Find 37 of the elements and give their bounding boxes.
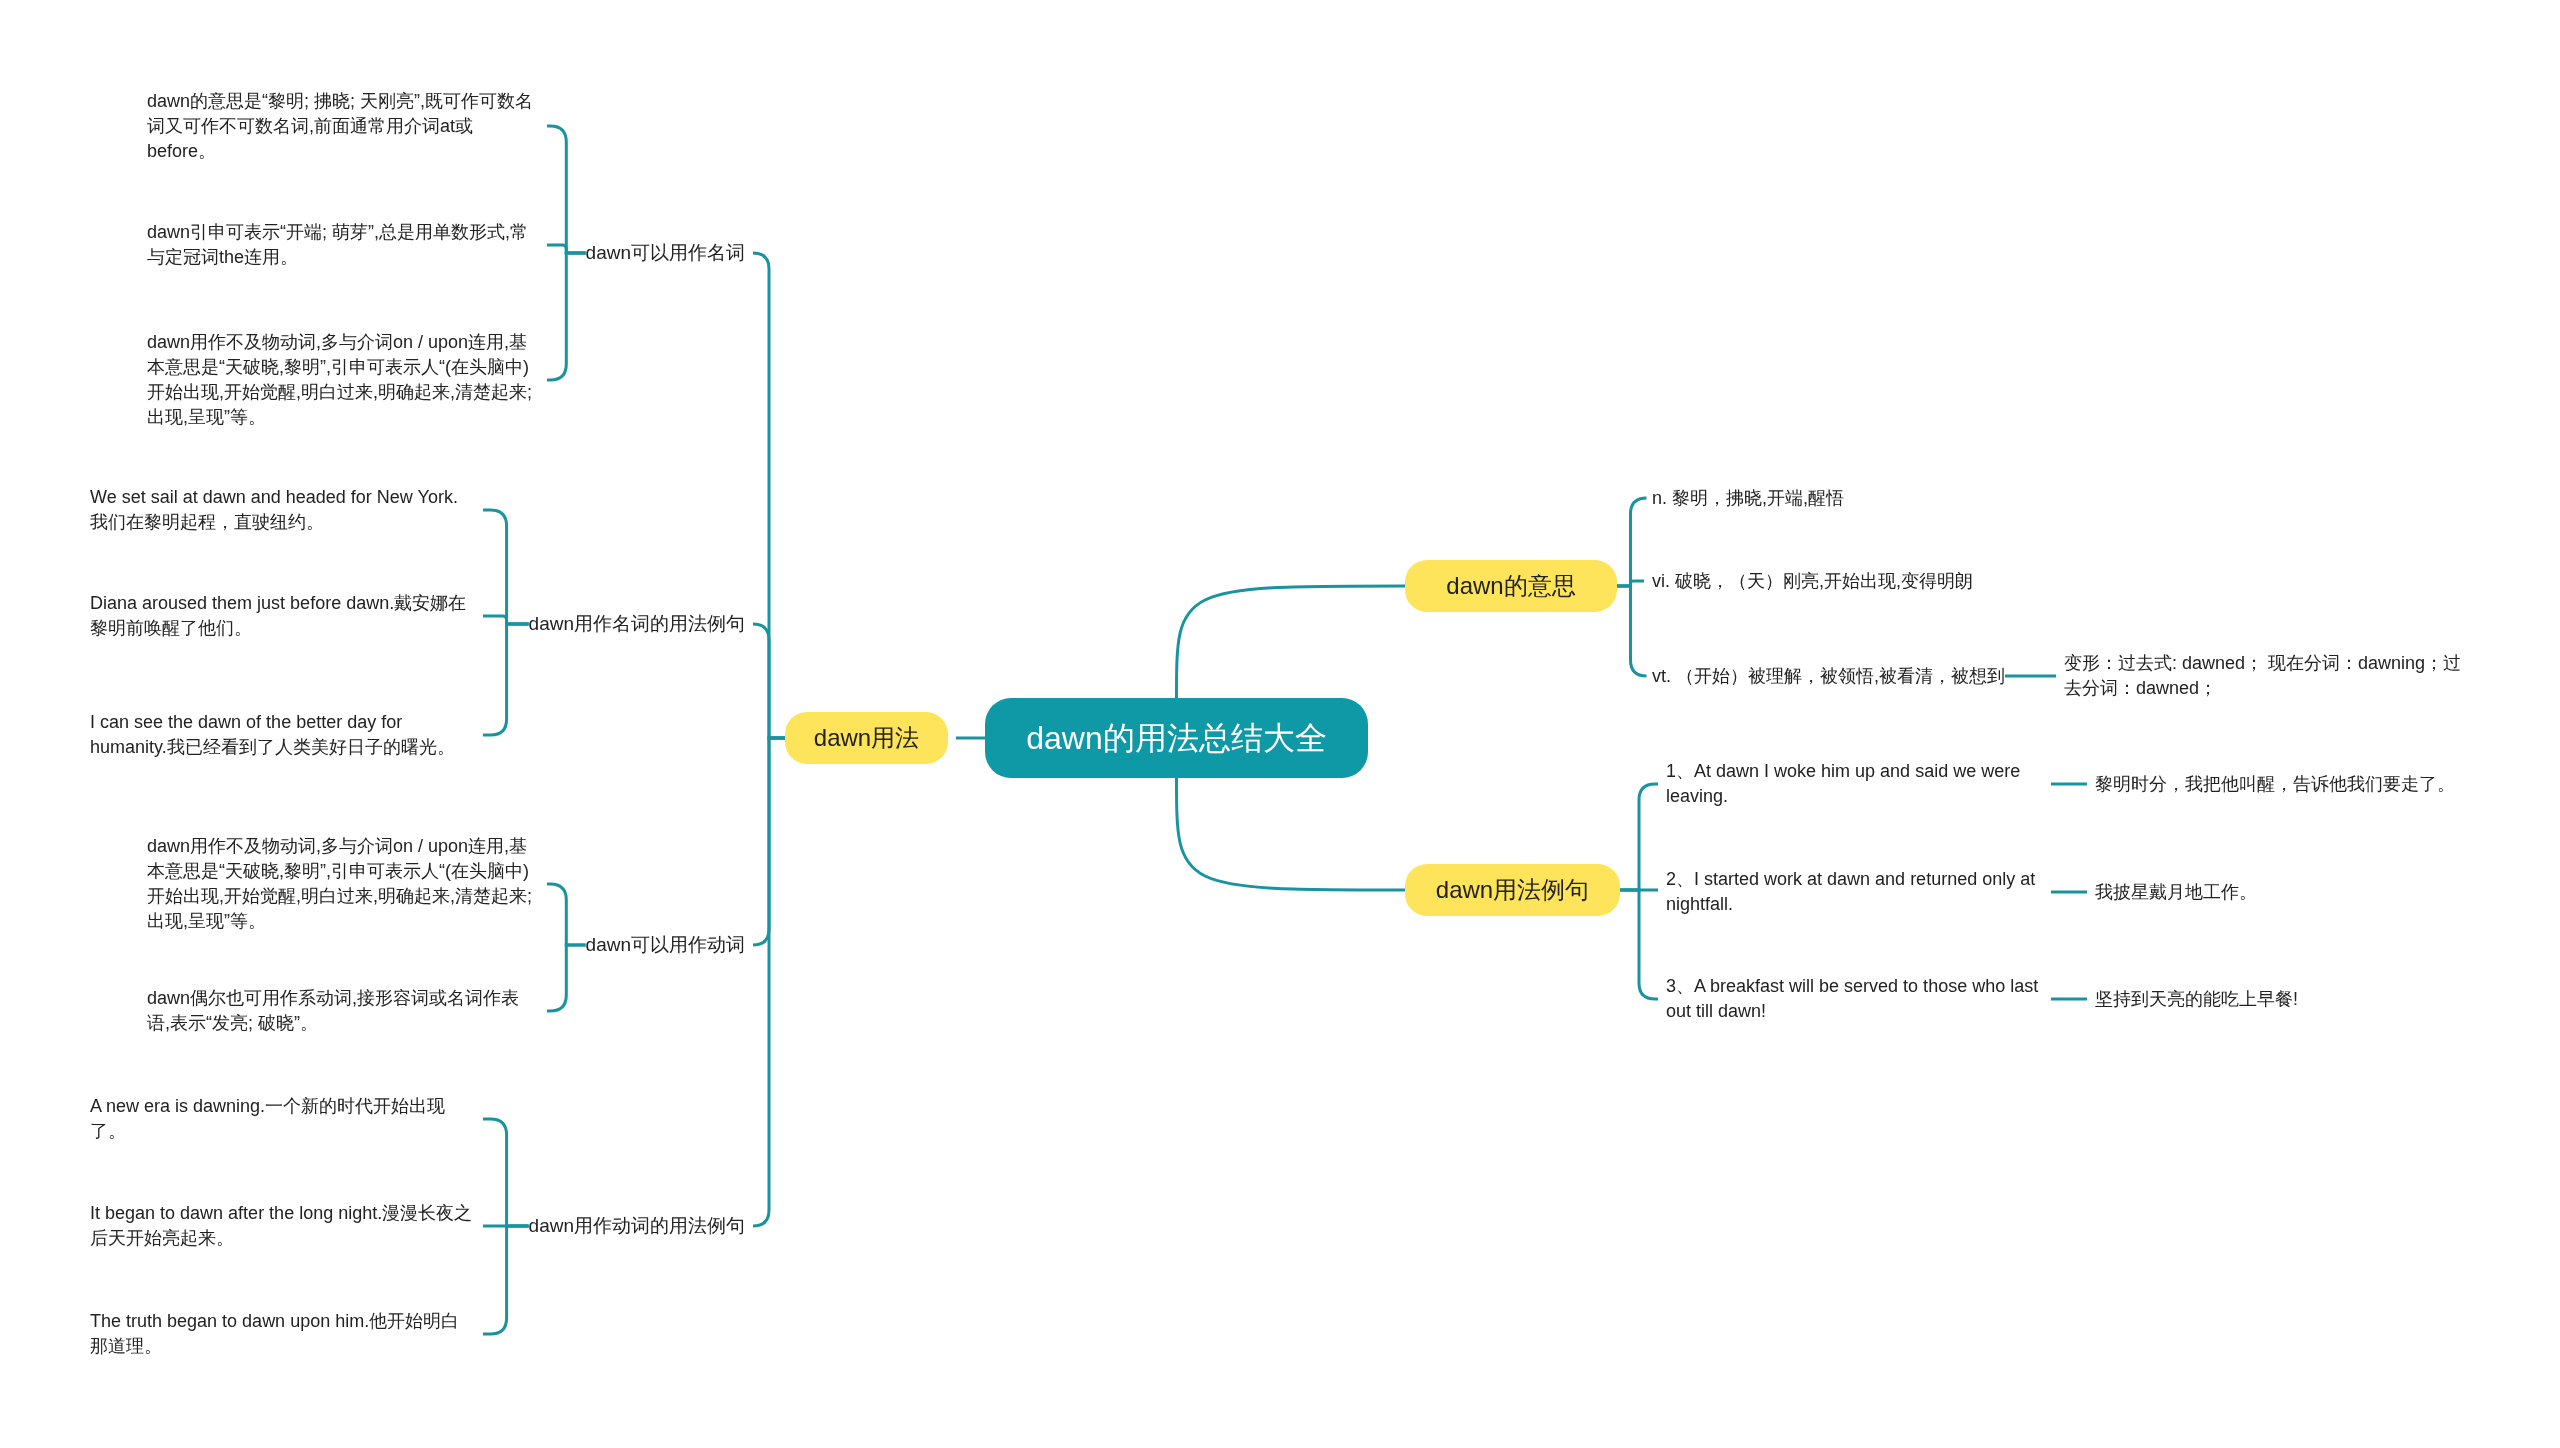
main-topic: dawn的意思 [1405, 560, 1617, 612]
central-topic: dawn的用法总结大全 [985, 698, 1368, 778]
leaf-text: n. 黎明，拂晓,开端,醒悟 [1652, 485, 1844, 511]
leaf-text: vt. （开始）被理解，被领悟,被看清，被想到 [1652, 663, 2005, 689]
subtopic-text: dawn用作动词的用法例句 [528, 1211, 745, 1241]
leaf-text: It began to dawn after the long night.漫漫长夜之后天开始亮起来。 [90, 1201, 475, 1251]
connector-line [2051, 890, 2087, 894]
subtopic-text: dawn用作名词的用法例句 [528, 609, 745, 639]
leaf-text: 2、I started work at dawn and returned only at nightfall. [1666, 867, 2051, 917]
leaf-text: dawn用作不及物动词,多与介词on / upon连用,基本意思是“天破晓,黎明”,引申可表示人“(在头脑中)开始出现,开始觉醒,明白过来,明确起来,清楚起来; 出现,呈现”等。 [147, 834, 539, 934]
connector-line [2051, 782, 2087, 786]
leaf-text: A new era is dawning.一个新的时代开始出现了。 [90, 1094, 475, 1144]
leaf-text: 1、At dawn I woke him up and said we were leaving. [1666, 759, 2051, 809]
connector-line [1175, 778, 1405, 892]
subtopic-text: dawn可以用作名词 [585, 238, 745, 268]
leaf-text: dawn用作不及物动词,多与介词on / upon连用,基本意思是“天破晓,黎明”,引申可表示人“(在头脑中)开始出现,开始觉醒,明白过来,明确起来,清楚起来; 出现,呈现”等。 [147, 330, 539, 430]
connector-line [1617, 584, 1648, 678]
leaf-text: Diana aroused them just before dawn.戴安娜在黎明前唤醒了他们。 [90, 591, 475, 641]
leaf-text: We set sail at dawn and headed for New York.我们在黎明起程，直驶纽约。 [90, 485, 475, 535]
subtopic-text: dawn可以用作动词 [585, 930, 745, 960]
leaf-text: dawn的意思是“黎明; 拂晓; 天刚亮”,既可作可数名词又可作不可数名词,前面通常用介词at或before。 [147, 88, 539, 164]
main-topic: dawn用法 [785, 712, 948, 764]
leaf-text: 黎明时分，我把他叫醒，告诉他我们要走了。 [2095, 771, 2455, 797]
leaf-text: dawn偶尔也可用作系动词,接形容词或名词作表语,表示“发亮; 破晓”。 [147, 986, 539, 1036]
connector-line [956, 736, 985, 740]
leaf-text: I can see the dawn of the better day for humanity.我已经看到了人类美好日子的曙光。 [90, 710, 475, 760]
leaf-text: The truth began to dawn upon him.他开始明白那道理。 [90, 1309, 475, 1359]
leaf-text: dawn引申可表示“开端; 萌芽”,总是用单数形式,常与定冠词the连用。 [147, 220, 539, 270]
leaf-text: vi. 破晓，（天）刚亮,开始出现,变得明朗 [1652, 568, 1973, 594]
main-topic: dawn用法例句 [1405, 864, 1620, 916]
connector-line [2051, 997, 2087, 1001]
connector-line [1175, 584, 1405, 698]
leaf-text: 3、A breakfast will be served to those who last out till dawn! [1666, 974, 2051, 1024]
leaf-text: 变形：过去式: dawned； 现在分词：dawning；过去分词：dawned； [2064, 651, 2464, 701]
leaf-text: 坚持到天亮的能吃上早餐! [2095, 986, 2298, 1012]
connector-line [2005, 674, 2056, 678]
leaf-text: 我披星戴月地工作。 [2095, 879, 2257, 905]
